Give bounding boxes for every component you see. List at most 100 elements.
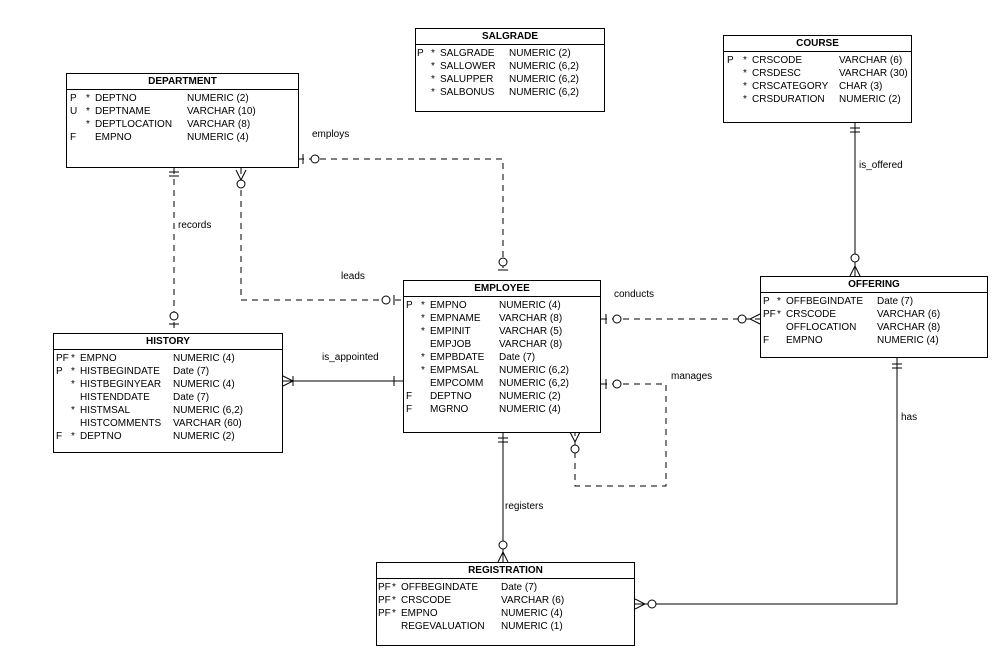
column-name: SALGRADE	[440, 48, 495, 59]
column-name: EMPNO	[80, 353, 117, 364]
relationship-label-registers: registers	[505, 501, 544, 512]
column-name: HISTMSAL	[80, 405, 131, 416]
column-type: VARCHAR (8)	[499, 313, 563, 324]
column-key: P	[727, 55, 734, 66]
column-required: *	[86, 106, 90, 117]
column-required: *	[431, 61, 435, 72]
column-name: REGEVALUATION	[401, 621, 485, 632]
column-required: *	[777, 309, 781, 320]
column-name: EMPNO	[401, 608, 438, 619]
column-key: P	[406, 300, 413, 311]
column-type: VARCHAR (60)	[173, 418, 242, 429]
relationship-label-records: records	[178, 220, 212, 231]
column-type: VARCHAR (10)	[187, 106, 256, 117]
column-name: EMPNO	[430, 300, 467, 311]
has-connector	[634, 358, 902, 610]
column-key: F	[70, 132, 77, 143]
relationship-label-has: has	[901, 412, 918, 423]
manages-connector	[569, 379, 667, 487]
column-key: P	[70, 93, 77, 104]
column-name: EMPMSAL	[430, 365, 479, 376]
column-name: OFFBEGINDATE	[786, 296, 864, 307]
column-name: CRSCODE	[786, 309, 837, 320]
column-required: *	[743, 81, 747, 92]
column-key: PF	[378, 595, 391, 606]
column-type: Date (7)	[173, 392, 210, 403]
column-type: Date (7)	[877, 296, 914, 307]
registers-connector	[497, 433, 509, 563]
table-title: EMPLOYEE	[404, 281, 600, 297]
column-type: NUMERIC (4)	[499, 300, 561, 311]
column-name: CRSDURATION	[752, 94, 825, 105]
column-name: EMPINIT	[430, 326, 471, 337]
relationship-label-leads: leads	[341, 271, 365, 282]
column-required: *	[86, 119, 90, 130]
column-type: Date (7)	[173, 366, 210, 377]
column-type: NUMERIC (2)	[499, 391, 561, 402]
column-type: NUMERIC (4)	[173, 379, 235, 390]
column-required: *	[86, 93, 90, 104]
column-name: CRSDESC	[752, 68, 801, 79]
column-required: *	[421, 326, 425, 337]
column-required: *	[421, 352, 425, 363]
column-type: NUMERIC (6,2)	[173, 405, 244, 416]
column-row[interactable]: * EMPINIT VARCHAR (5)	[404, 325, 600, 338]
column-row[interactable]: * HISTMSAL NUMERIC (6,2)	[54, 404, 282, 417]
column-name: OFFBEGINDATE	[401, 582, 479, 593]
column-name: SALLOWER	[440, 61, 496, 72]
table-title: SALGRADE	[416, 29, 604, 45]
column-type: VARCHAR (5)	[499, 326, 563, 337]
employs-connector	[298, 154, 508, 271]
column-required: *	[71, 405, 75, 416]
column-name: DEPTNO	[430, 391, 472, 402]
relationship-label-is-offered: is_offered	[859, 160, 903, 171]
column-required: *	[71, 353, 75, 364]
column-type: Date (7)	[499, 352, 536, 363]
column-type: VARCHAR (6)	[877, 309, 941, 320]
column-type: NUMERIC (6,2)	[509, 87, 580, 98]
table-title: COURSE	[724, 36, 911, 52]
